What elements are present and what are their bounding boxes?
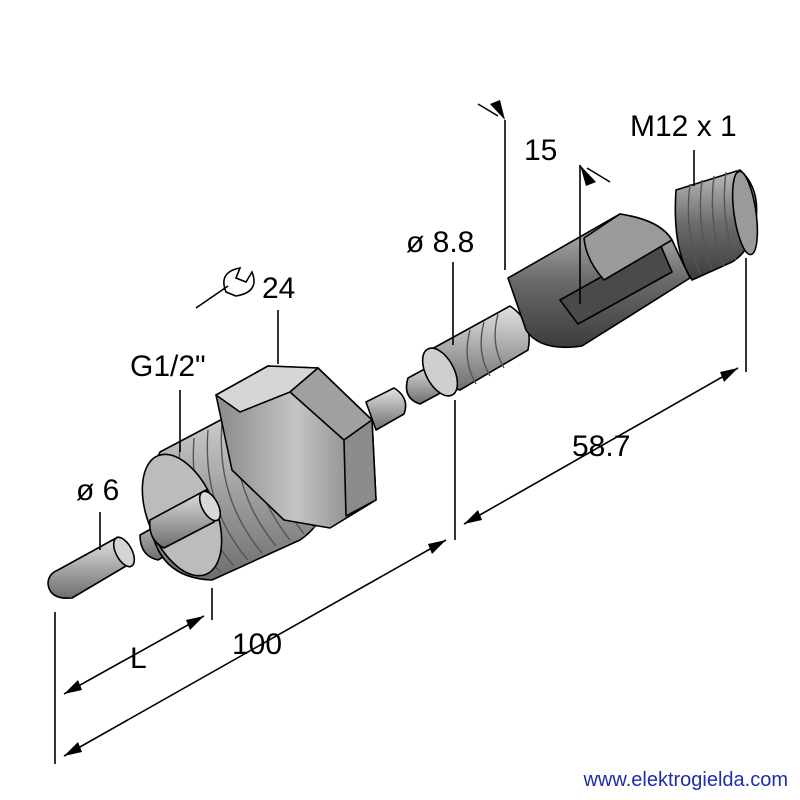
website-footer[interactable]: www.elektrogielda.com — [583, 769, 788, 791]
label-insertion-length: L — [130, 642, 147, 675]
connector-housing — [421, 169, 759, 397]
label-probe-diameter: ø 6 — [76, 474, 119, 507]
dimension-lines — [54, 100, 747, 764]
label-overall-length: 100 — [232, 628, 282, 661]
label-wrench-size: 24 — [262, 272, 295, 305]
label-thread: G1/2" — [130, 350, 206, 383]
label-connector-length: 58.7 — [572, 430, 630, 463]
label-neck-diameter: ø 8.8 — [406, 226, 474, 259]
wrench-icon — [195, 266, 255, 309]
label-connector-thread: M12 x 1 — [630, 110, 737, 143]
process-connection — [141, 365, 377, 581]
probe-tip — [47, 536, 136, 600]
label-hex-offset: 15 — [524, 134, 557, 167]
